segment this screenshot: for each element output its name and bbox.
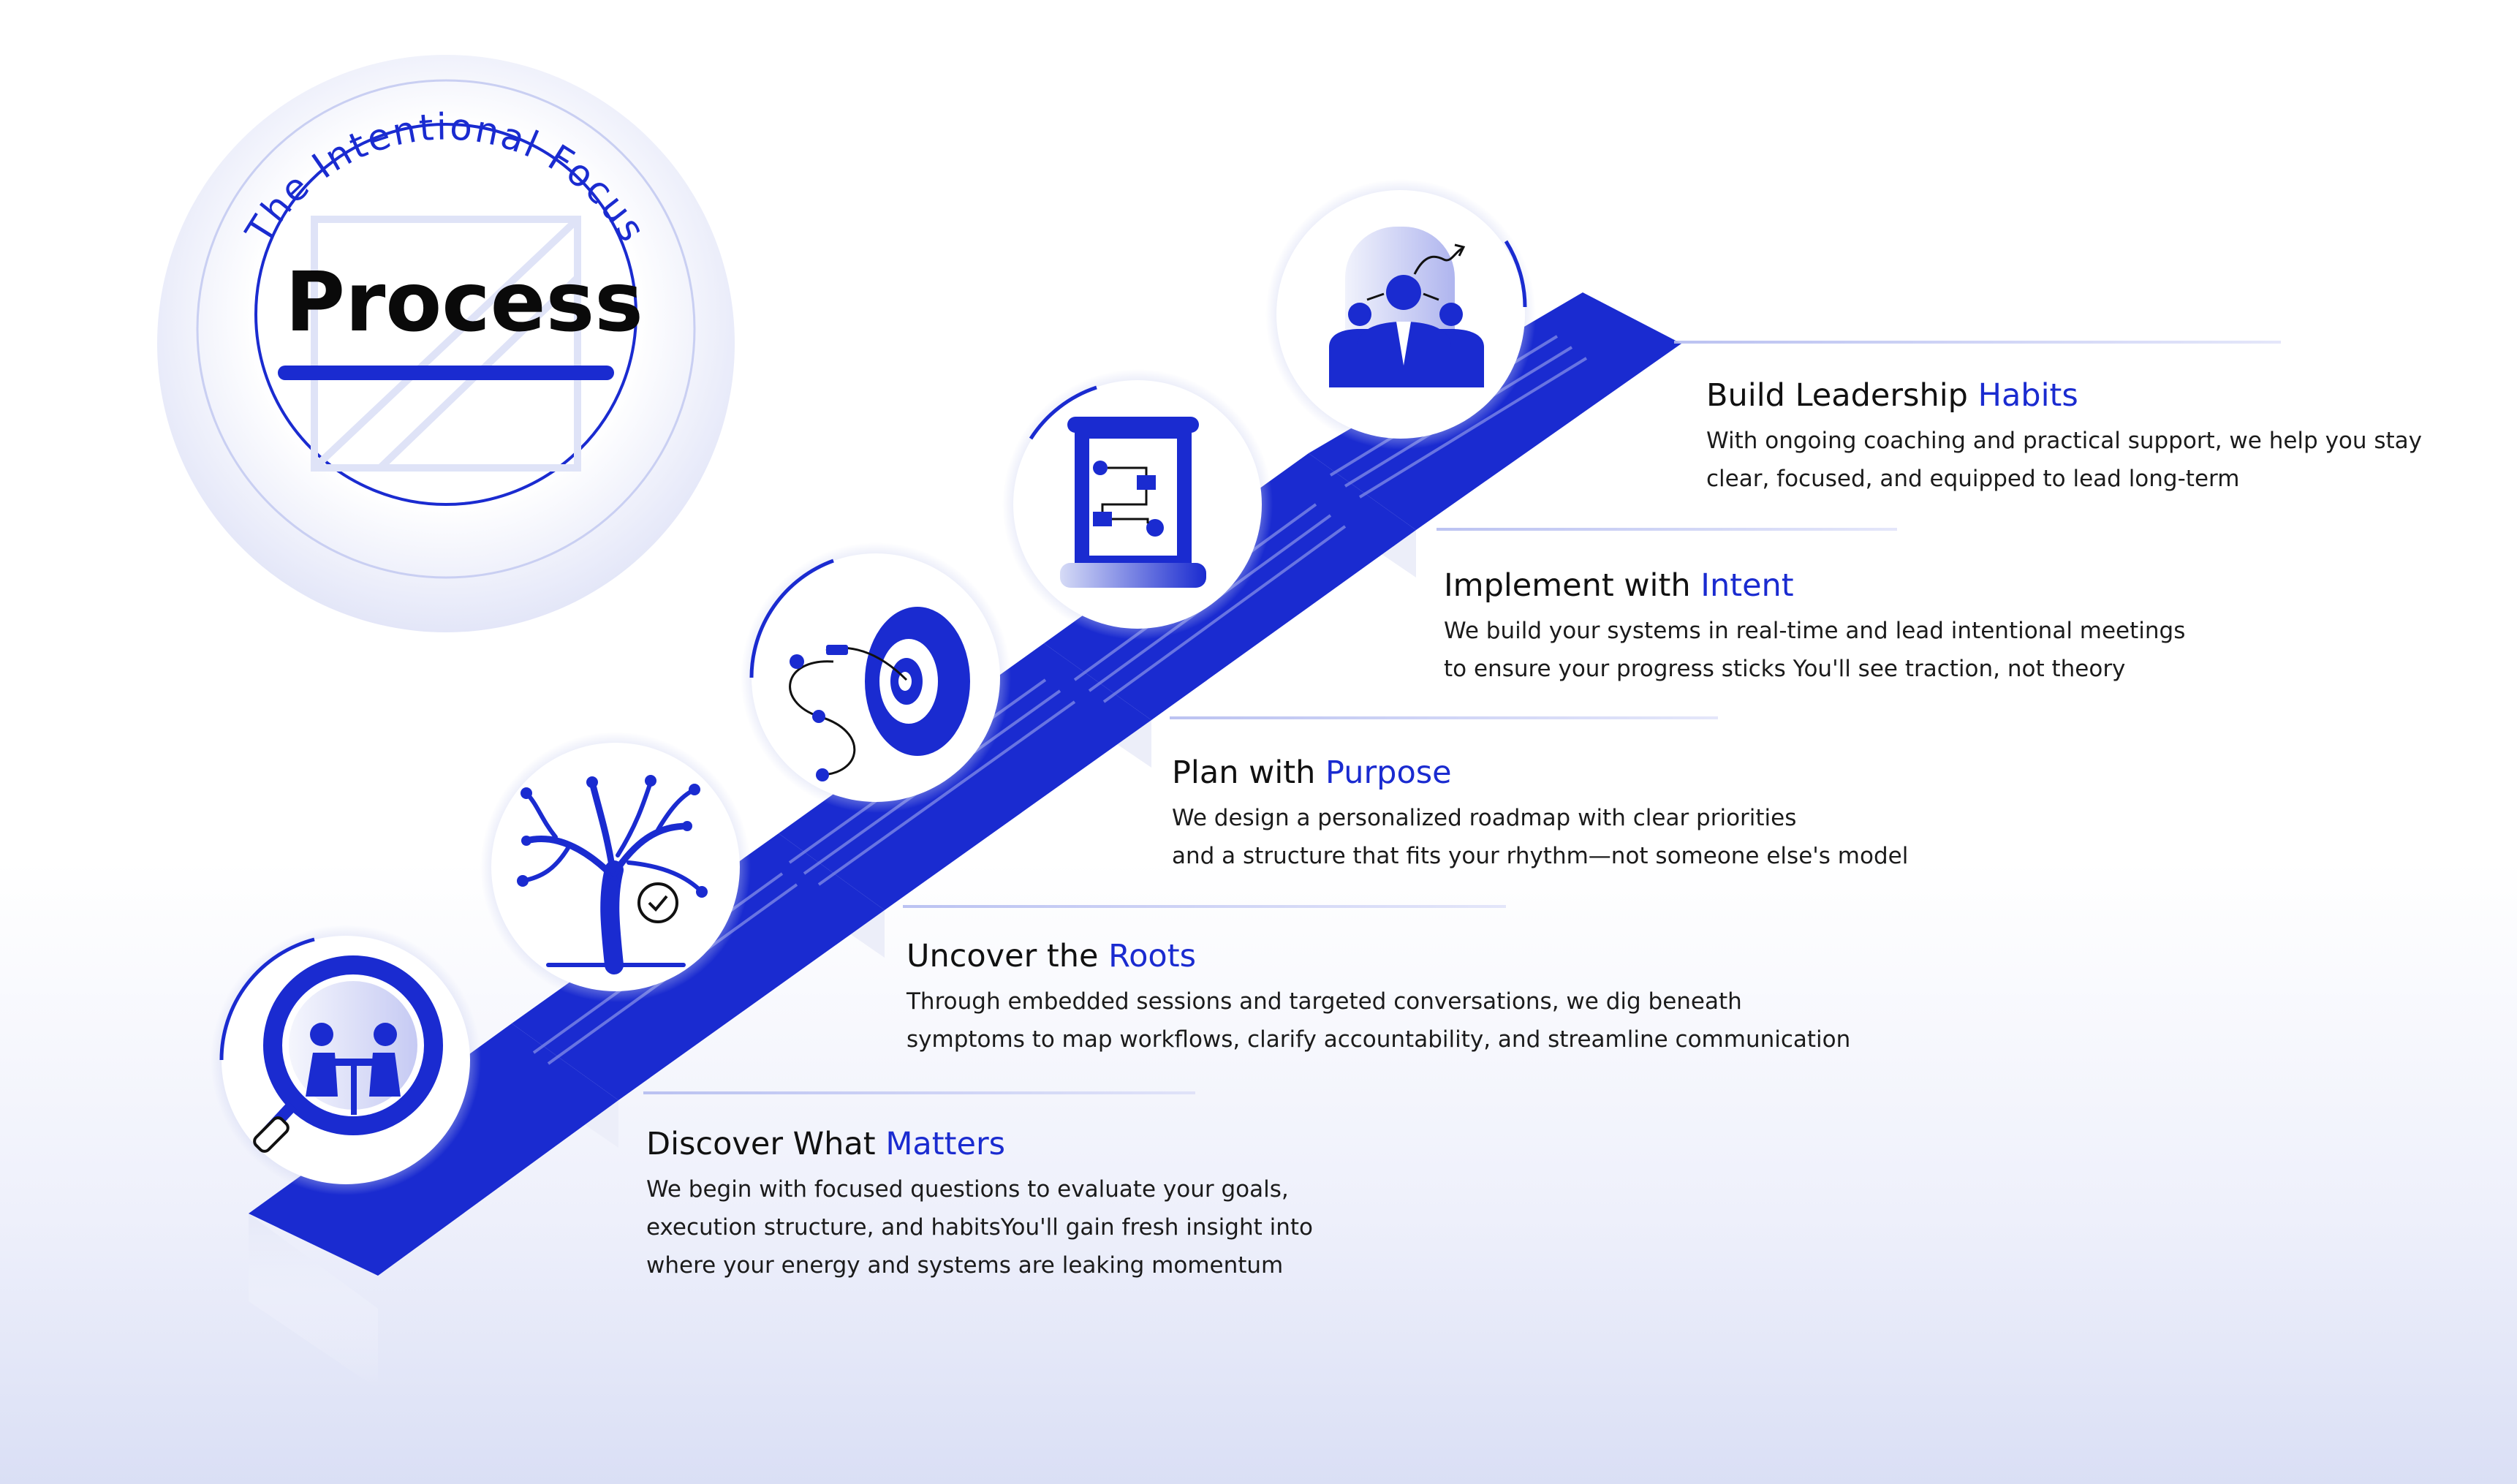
step-1-circle bbox=[211, 925, 481, 1195]
step-2-title: Uncover the Roots bbox=[907, 938, 1196, 974]
step-2-divider bbox=[903, 905, 1506, 908]
step-4-divider bbox=[1437, 528, 1897, 531]
step-5: Build Leadership Habits With ongoing coa… bbox=[1706, 377, 2423, 498]
step-3-divider bbox=[1170, 716, 1718, 719]
magnifier-meeting-icon bbox=[253, 955, 443, 1153]
step-5-description: With ongoing coaching and practical supp… bbox=[1706, 428, 2423, 493]
step-1-divider bbox=[643, 1091, 1195, 1094]
step-1-title: Discover What Matters bbox=[646, 1126, 1006, 1162]
step-5-divider bbox=[1674, 341, 2281, 344]
step-4-circle bbox=[1002, 369, 1273, 640]
flowchart-scroll-icon bbox=[1060, 417, 1206, 588]
step-3-circle bbox=[741, 542, 1011, 813]
step-1: Discover What Matters We begin with focu… bbox=[646, 1127, 1313, 1284]
step-2-circle bbox=[480, 732, 751, 1002]
process-badge: The Intentional Focus bbox=[157, 55, 735, 632]
step-3-title: Plan with Purpose bbox=[1172, 754, 1452, 791]
step-3: Plan with Purpose We design a personaliz… bbox=[1172, 754, 1909, 875]
step-4-description: We build your systems in real-time and l… bbox=[1444, 618, 2186, 683]
badge-title: Process bbox=[285, 255, 643, 350]
tree-roots-icon bbox=[521, 779, 704, 974]
step-2-description: Through embedded sessions and targeted c… bbox=[907, 988, 1851, 1053]
step-3-description: We design a personalized roadmap with cl… bbox=[1172, 805, 1909, 870]
leader-team-icon bbox=[1329, 227, 1484, 387]
step-5-circle bbox=[1265, 179, 1536, 450]
step-2: Uncover the Roots Through embedded sessi… bbox=[907, 939, 1850, 1059]
step-4: Implement with Intent We build your syst… bbox=[1444, 567, 2186, 688]
step-1-description: We begin with focused questions to evalu… bbox=[646, 1176, 1313, 1279]
badge-underline bbox=[278, 366, 614, 380]
step-5-title: Build Leadership Habits bbox=[1706, 377, 2078, 414]
step-4-title: Implement with Intent bbox=[1444, 567, 1794, 604]
target-path-icon bbox=[789, 607, 970, 781]
